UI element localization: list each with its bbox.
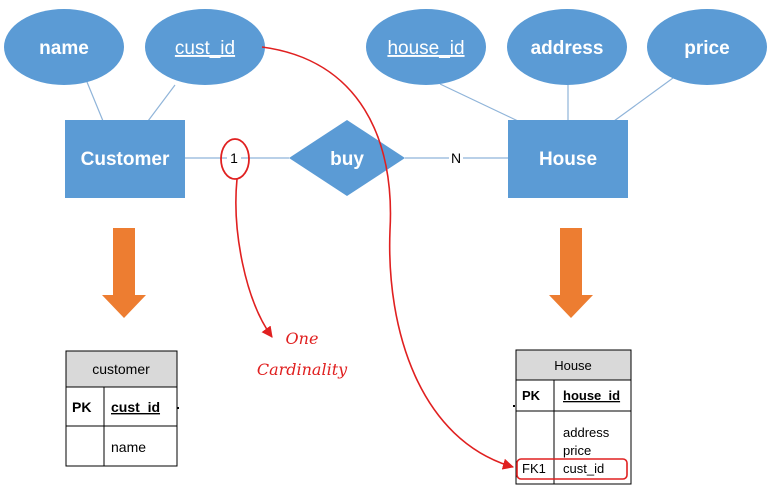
customer-table-stray-dot — [177, 407, 179, 409]
customer-table-pk-label: PK — [72, 399, 91, 415]
annotation-line-1: One — [286, 329, 319, 348]
customer-table-title: customer — [92, 361, 150, 377]
connector-name-customer — [86, 81, 104, 122]
house-table-key-column: house_id — [563, 388, 620, 403]
house-table-price-column: price — [563, 443, 591, 458]
attribute-house-id-label: house_id — [387, 38, 464, 59]
cardinality-one: 1 — [230, 150, 238, 166]
connector-houseid-house — [439, 83, 519, 122]
house-table-stray-dot — [513, 405, 515, 407]
attribute-name — [4, 9, 124, 85]
attribute-house-id — [366, 9, 486, 85]
house-table-fk-label: FK1 — [522, 461, 546, 476]
entity-customer — [65, 120, 185, 198]
orange-down-arrow-customer — [102, 228, 146, 318]
cardinality-n: N — [451, 150, 461, 166]
connector-price-house — [613, 77, 674, 122]
attribute-cust-id — [145, 9, 265, 85]
house-table-body — [515, 379, 632, 485]
foreign-key-arrow — [261, 46, 515, 470]
cardinality-one-bg — [227, 150, 241, 167]
attribute-price — [647, 9, 767, 85]
house-table-header — [515, 349, 632, 381]
annotation-arrow — [235, 178, 273, 338]
relationship-buy — [289, 120, 405, 196]
customer-table-key-column: cust_id — [111, 399, 160, 415]
customer-table: customer PK cust_id name — [65, 350, 179, 467]
entity-customer-label: Customer — [81, 149, 170, 170]
cardinality-n-bg — [449, 150, 463, 167]
house-table: House PK house_id address price FK1 cust… — [513, 349, 632, 485]
attribute-address-label: address — [531, 38, 604, 59]
house-table-address-column: address — [563, 425, 610, 440]
customer-table-name-column: name — [111, 439, 146, 455]
orange-down-arrow-house — [549, 228, 593, 318]
attribute-name-label: name — [39, 38, 89, 59]
attribute-cust-id-label: cust_id — [175, 38, 235, 59]
house-table-fk-column: cust_id — [563, 461, 604, 476]
entity-house-label: House — [539, 149, 597, 170]
connector-custid-customer — [147, 84, 176, 122]
house-table-pk-label: PK — [522, 388, 541, 403]
entity-house — [508, 120, 628, 198]
customer-table-header — [65, 350, 178, 388]
house-table-title: House — [554, 358, 592, 373]
relationship-buy-label: buy — [330, 149, 364, 170]
annotation-line-2: Cardinality — [257, 360, 348, 379]
attribute-address — [507, 9, 627, 85]
house-table-fk-highlight — [516, 458, 628, 480]
attribute-price-label: price — [684, 38, 729, 59]
cardinality-highlight-circle — [220, 138, 250, 180]
